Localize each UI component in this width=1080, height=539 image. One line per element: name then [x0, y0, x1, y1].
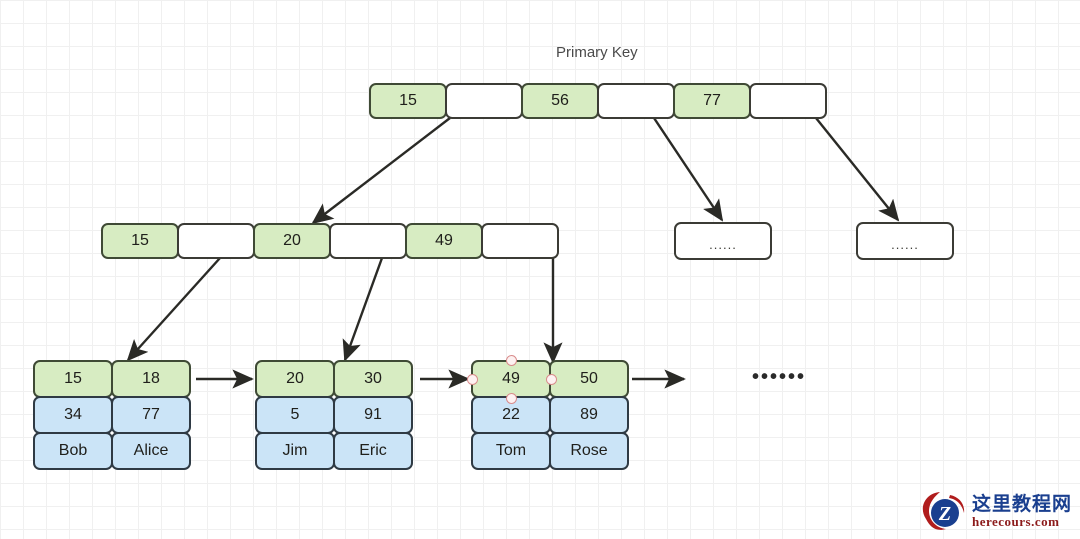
root-cell-3[interactable]: [597, 83, 675, 119]
root-cell-0[interactable]: 15: [369, 83, 447, 119]
leaf-2-value-0[interactable]: 5: [255, 396, 335, 434]
leaf-3-name-0[interactable]: Tom: [471, 432, 551, 470]
leaf-node-1[interactable]: 15 18 34 77 Bob Alice: [33, 360, 191, 470]
internal-cell-3[interactable]: [329, 223, 407, 259]
leaf-chain-ellipsis: ••••••: [752, 366, 807, 388]
leaf-2-key-row: 20 30: [255, 360, 413, 398]
leaf-1-value-0[interactable]: 34: [33, 396, 113, 434]
watermark-text: 这里教程网 herecours.com: [971, 493, 1072, 530]
selection-handle-bottom[interactable]: [506, 393, 517, 404]
stub-node-1[interactable]: ......: [674, 222, 772, 260]
root-cell-5[interactable]: [749, 83, 827, 119]
selection-handle-right[interactable]: [546, 374, 557, 385]
internal-cell-5[interactable]: [481, 223, 559, 259]
internal-cell-0[interactable]: 15: [101, 223, 179, 259]
leaf-2-value-1[interactable]: 91: [333, 396, 413, 434]
primary-key-label: Primary Key: [556, 44, 638, 61]
edge-internal-to-leaf-2: [342, 257, 384, 362]
internal-cell-4[interactable]: 49: [405, 223, 483, 259]
leaf-node-2[interactable]: 20 30 5 91 Jim Eric: [255, 360, 413, 470]
leaf-2-key-0[interactable]: 20: [255, 360, 335, 398]
internal-node[interactable]: 15 20 49: [101, 223, 559, 259]
leaf-1-value-1[interactable]: 77: [111, 396, 191, 434]
leaf-1-key-row: 15 18: [33, 360, 191, 398]
leaf-2-value-row: 5 91: [255, 396, 413, 434]
edge-root-to-stub-1: [653, 117, 724, 222]
root-node[interactable]: 15 56 77: [369, 83, 827, 119]
stub-node-2[interactable]: ......: [856, 222, 954, 260]
internal-cell-1[interactable]: [177, 223, 255, 259]
leaf-2-name-0[interactable]: Jim: [255, 432, 335, 470]
leaf-2-name-row: Jim Eric: [255, 432, 413, 470]
leaf-2-key-1[interactable]: 30: [333, 360, 413, 398]
edge-root-to-internal: [311, 117, 451, 225]
watermark-cn-text: 这里教程网: [971, 493, 1072, 516]
selection-handle-top[interactable]: [506, 355, 517, 366]
leaf-1-name-row: Bob Alice: [33, 432, 191, 470]
leaf-1-value-row: 34 77: [33, 396, 191, 434]
selection-handle-left[interactable]: [467, 374, 478, 385]
leaf-1-key-1[interactable]: 18: [111, 360, 191, 398]
leaf-3-name-row: Tom Rose: [471, 432, 629, 470]
watermark-en-text: herecours.com: [971, 514, 1060, 530]
root-cell-4[interactable]: 77: [673, 83, 751, 119]
watermark: Z 这里教程网 herecours.com: [920, 489, 1072, 535]
leaf-3-value-row: 22 89: [471, 396, 629, 434]
edge-root-to-stub-2: [815, 117, 900, 222]
root-cell-1[interactable]: [445, 83, 523, 119]
root-node-row: 15 56 77: [369, 83, 827, 119]
internal-cell-2[interactable]: 20: [253, 223, 331, 259]
leaf-3-key-1[interactable]: 50: [549, 360, 629, 398]
internal-node-row: 15 20 49: [101, 223, 559, 259]
leaf-3-name-1[interactable]: Rose: [549, 432, 629, 470]
svg-text:Z: Z: [938, 503, 951, 525]
edge-internal-to-leaf-1: [126, 257, 221, 362]
leaf-2-name-1[interactable]: Eric: [333, 432, 413, 470]
leaf-1-key-0[interactable]: 15: [33, 360, 113, 398]
leaf-3-value-1[interactable]: 89: [549, 396, 629, 434]
leaf-1-name-0[interactable]: Bob: [33, 432, 113, 470]
root-cell-2[interactable]: 56: [521, 83, 599, 119]
leaf-1-name-1[interactable]: Alice: [111, 432, 191, 470]
watermark-logo-icon: Z: [920, 489, 968, 535]
